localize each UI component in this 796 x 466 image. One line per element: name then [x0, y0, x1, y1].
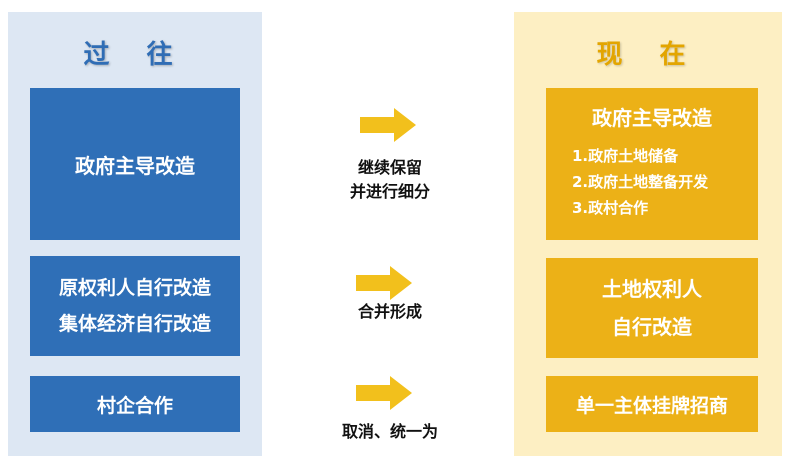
transition-caption-3: 取消、统一为 — [300, 420, 480, 444]
transition-caption-1-line2: 并进行细分 — [349, 182, 430, 201]
past-box-government-led: 政府主导改造 — [30, 88, 240, 240]
past-box-village-enterprise: 村企合作 — [30, 376, 240, 432]
now-box-item: 2.政府土地整备开发 — [572, 173, 709, 191]
arrow-right-icon — [360, 108, 416, 142]
now-heading: 现 在 — [596, 40, 700, 70]
transition-caption-1: 继续保留 并进行细分 — [300, 156, 480, 204]
now-box-government-led-title: 政府主导改造 — [592, 106, 712, 130]
transition-caption-2: 合并形成 — [300, 300, 480, 324]
now-box-single-entity-listing: 单一主体挂牌招商 — [546, 376, 758, 432]
arrow-right-icon — [356, 266, 412, 300]
past-box-self-renovation: 原权利人自行改造 集体经济自行改造 — [30, 256, 240, 356]
now-box-government-led: 政府主导改造 1.政府土地储备 2.政府土地整备开发 3.政村合作 — [546, 88, 758, 240]
past-box-village-enterprise-label: 村企合作 — [96, 394, 173, 417]
now-box-landowner-self-line1: 土地权利人 — [602, 277, 702, 301]
now-box-item: 3.政村合作 — [572, 199, 649, 217]
now-box-landowner-self: 土地权利人 自行改造 — [546, 258, 758, 358]
past-box-government-led-label: 政府主导改造 — [75, 153, 195, 178]
transition-caption-3-line1: 取消、统一为 — [341, 422, 438, 441]
now-box-single-entity-listing-label: 单一主体挂牌招商 — [575, 394, 728, 417]
now-panel: 现 在 政府主导改造 1.政府土地储备 2.政府土地整备开发 3.政村合作 土地… — [514, 12, 782, 456]
past-box-self-renovation-line1: 原权利人自行改造 — [58, 277, 211, 299]
transition-caption-2-line1: 合并形成 — [357, 302, 422, 321]
past-box-self-renovation-line2: 集体经济自行改造 — [58, 313, 211, 335]
now-box-item: 1.政府土地储备 — [572, 147, 679, 165]
past-panel: 过 往 政府主导改造 原权利人自行改造 集体经济自行改造 村企合作 — [8, 12, 262, 456]
now-box-landowner-self-line2: 自行改造 — [612, 315, 692, 339]
arrow-right-icon — [356, 376, 412, 410]
past-heading: 过 往 — [83, 40, 187, 70]
transition-caption-1-line1: 继续保留 — [357, 158, 422, 177]
